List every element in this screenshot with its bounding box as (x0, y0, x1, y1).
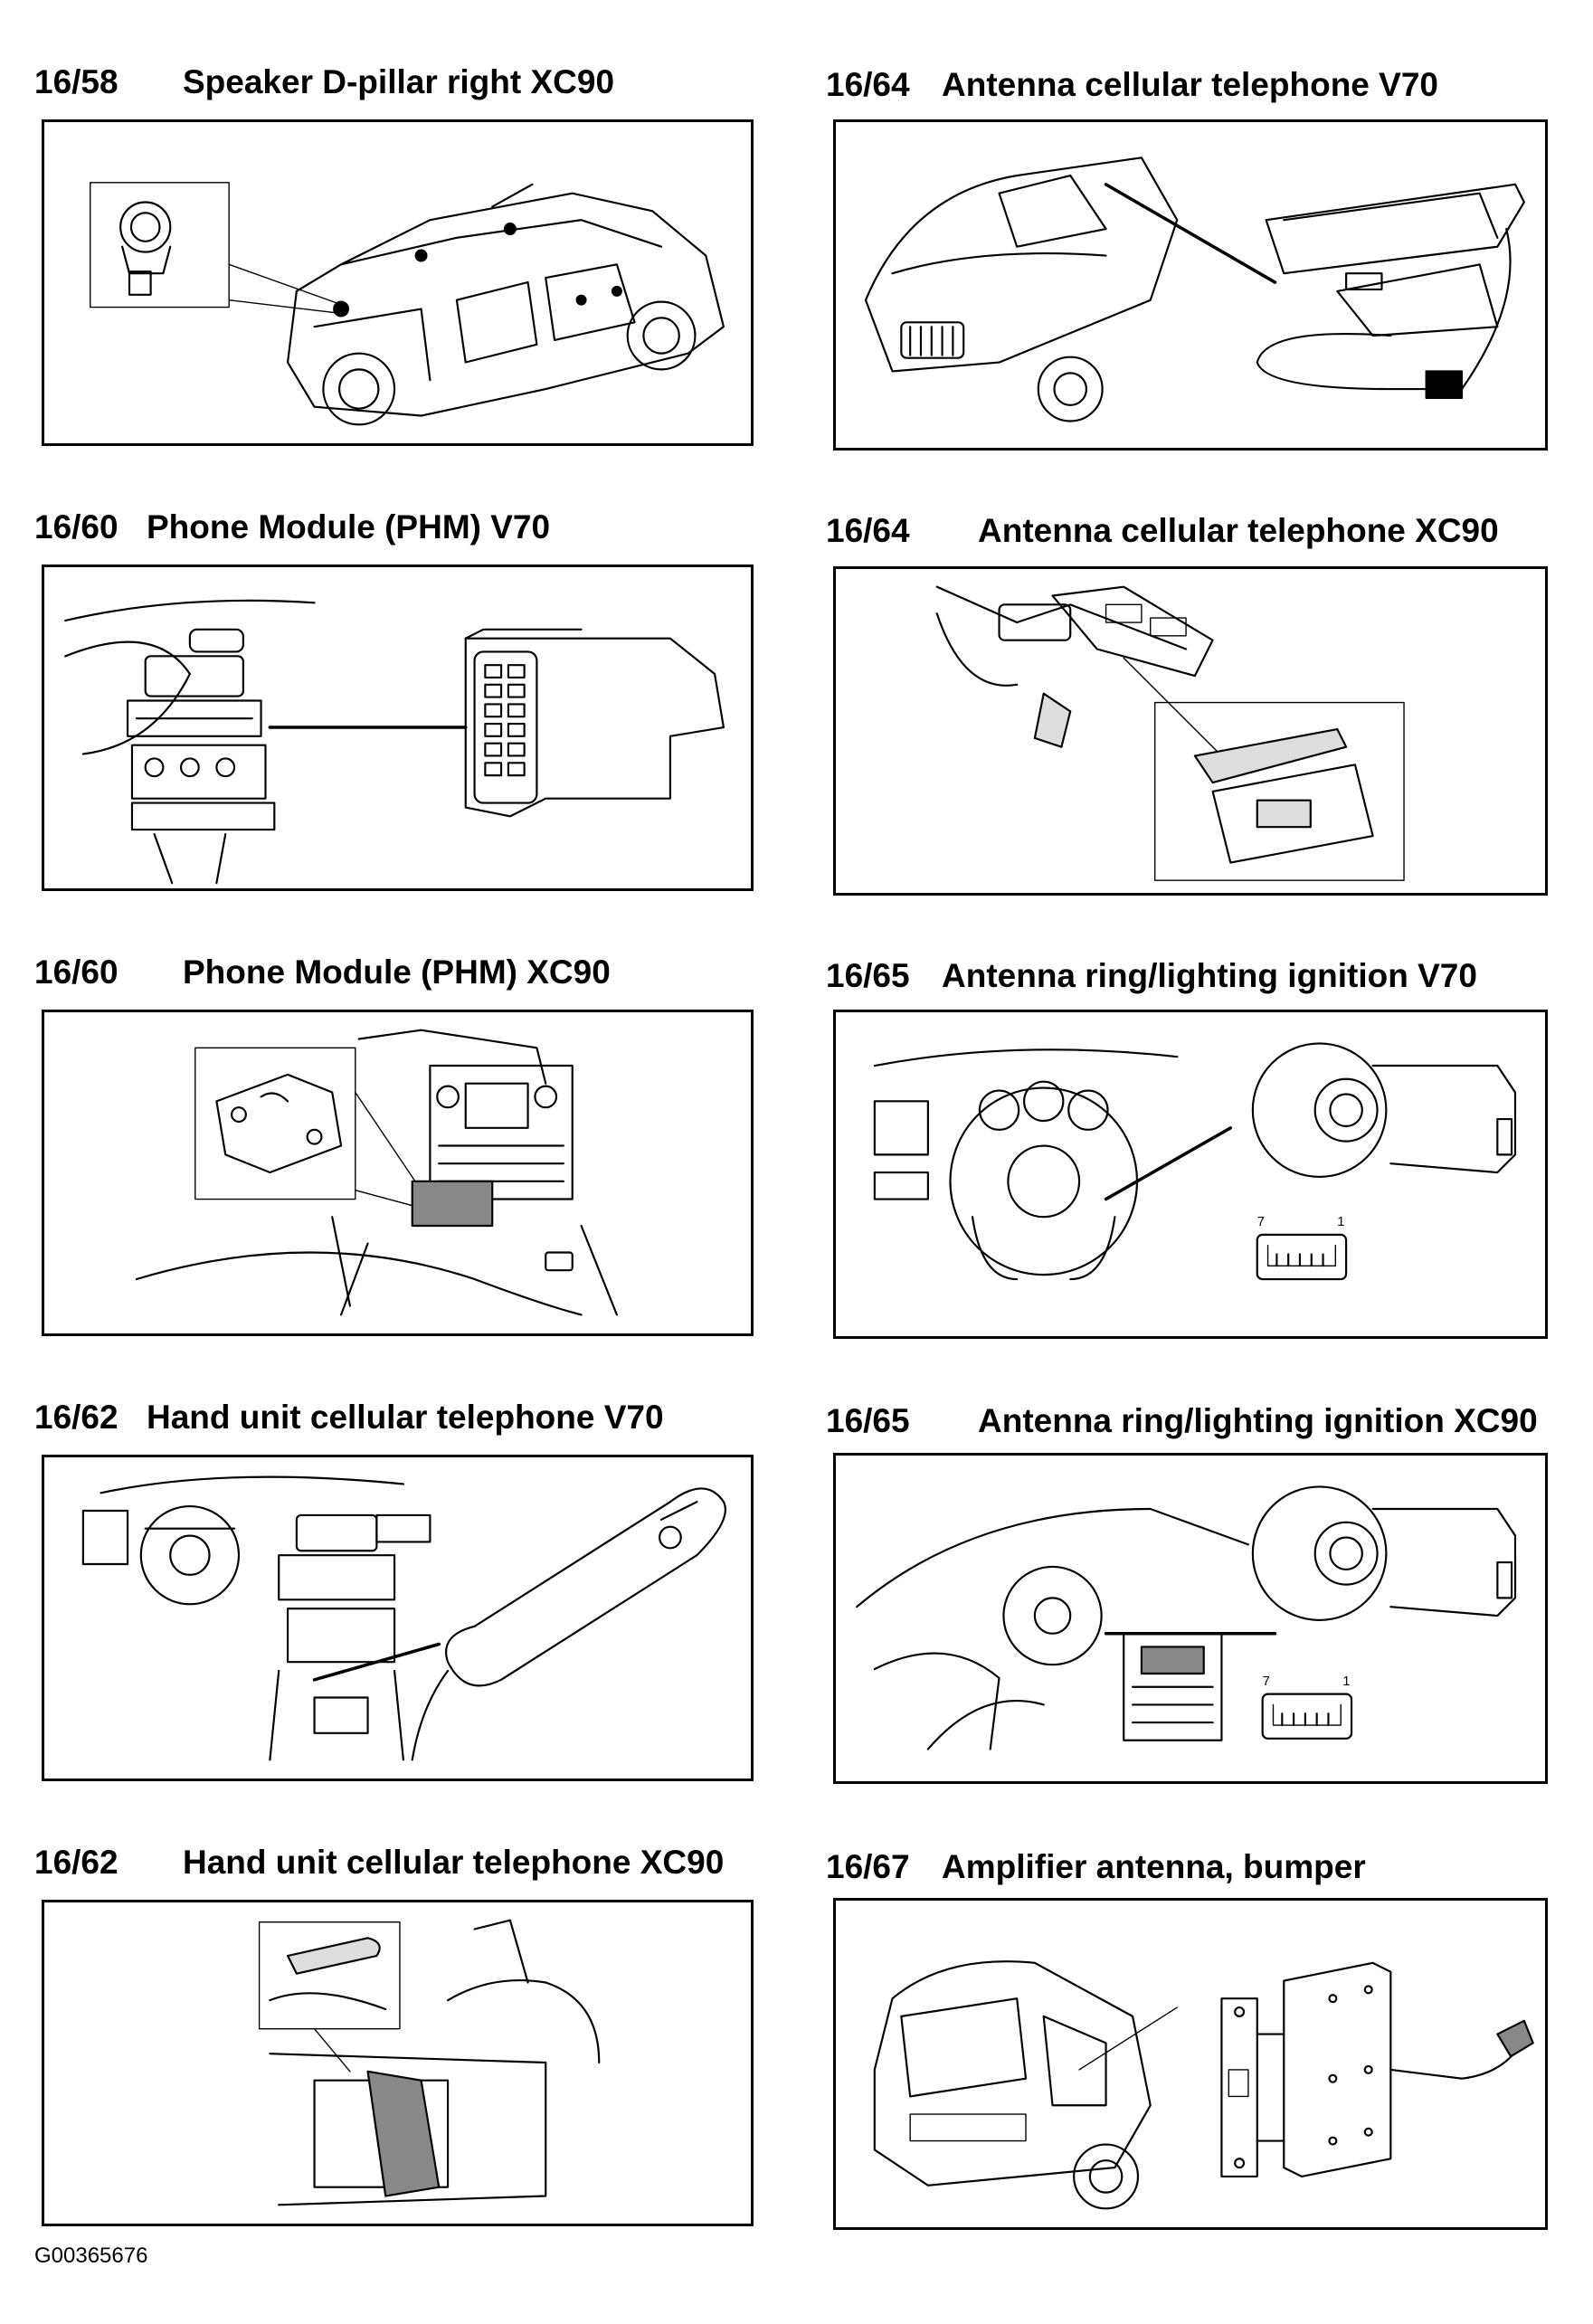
illustration-phone-module-v70 (42, 564, 754, 891)
illustration-hand-unit-v70 (42, 1455, 754, 1781)
figure-title: Phone Module (PHM) V70 (147, 508, 551, 545)
figure-title: Hand unit cellular telephone XC90 (183, 1844, 725, 1881)
figure-code: 16/62 (34, 1844, 119, 1881)
figure-title: Antenna cellular telephone V70 (942, 66, 1438, 103)
figure-code: 16/64 (826, 512, 910, 549)
connector-pin-left: 7 (1263, 1674, 1270, 1689)
figure-code: 16/64 (826, 66, 910, 103)
illustration-antenna-ring-xc90: 7 1 (833, 1453, 1548, 1784)
illustration-phone-module-xc90 (42, 1010, 754, 1336)
illustration-antenna-cell-xc90 (833, 566, 1548, 896)
figure-code: 16/60 (34, 953, 119, 991)
figure-code: 16/65 (826, 957, 910, 994)
figure-title: Amplifier antenna, bumper (942, 1848, 1366, 1885)
figure-code: 16/67 (826, 1848, 910, 1885)
figure-title: Hand unit cellular telephone V70 (147, 1399, 664, 1436)
illustration-speaker-d-pillar-xc90 (42, 119, 754, 446)
figure-title: Phone Module (PHM) XC90 (183, 953, 611, 991)
illustration-antenna-cell-v70 (833, 119, 1548, 451)
figure-code: 16/58 (34, 63, 119, 100)
figure-title: Antenna cellular telephone XC90 (978, 512, 1499, 549)
figure-code: 16/65 (826, 1402, 910, 1439)
image-reference: G00365676 (34, 2243, 148, 2268)
figure-title: Antenna ring/lighting ignition V70 (942, 957, 1477, 994)
figure-title: Speaker D-pillar right XC90 (183, 63, 615, 100)
connector-pin-right: 1 (1337, 1215, 1344, 1229)
figure-title: Antenna ring/lighting ignition XC90 (978, 1402, 1538, 1439)
figure-code: 16/60 (34, 508, 119, 545)
illustration-antenna-ring-v70: 7 1 (833, 1010, 1548, 1339)
connector-pin-right: 1 (1342, 1674, 1350, 1689)
illustration-amplifier-antenna-bumper (833, 1898, 1548, 2230)
figure-code: 16/62 (34, 1399, 119, 1436)
connector-pin-left: 7 (1257, 1215, 1265, 1229)
illustration-hand-unit-xc90 (42, 1900, 754, 2226)
